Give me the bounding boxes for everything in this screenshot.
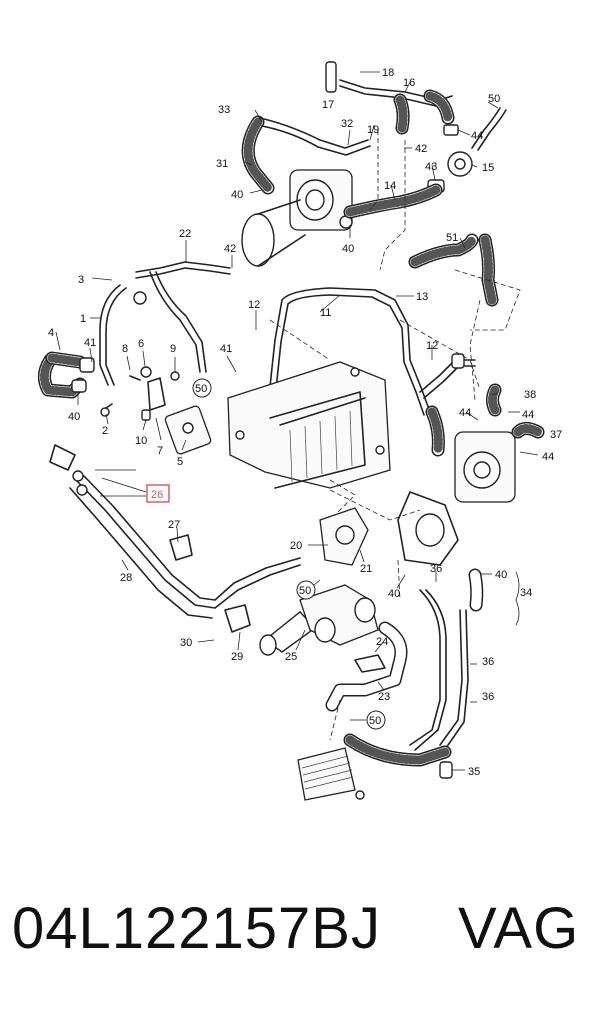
- leader-lines: [55, 71, 539, 771]
- callout-20: 20: [290, 540, 302, 552]
- brand-label: VAG: [458, 896, 580, 961]
- callout-43: 43: [425, 161, 437, 173]
- oil-cooler: [297, 747, 365, 801]
- callout-9: 9: [170, 343, 176, 355]
- svg-text:50: 50: [195, 383, 207, 395]
- callout-42: 42: [224, 243, 236, 255]
- egr-valve-housing: [241, 115, 371, 267]
- callout-40: 40: [342, 243, 354, 255]
- callout-17: 17: [322, 99, 334, 111]
- svg-text:26: 26: [151, 489, 163, 501]
- callout-15: 15: [482, 162, 494, 174]
- callout-10: 10: [135, 435, 147, 447]
- callout-8: 8: [122, 343, 128, 355]
- callout-40: 40: [231, 189, 243, 201]
- callout-30: 30: [180, 637, 192, 649]
- callout-31: 31: [216, 158, 228, 170]
- callout-21: 21: [360, 563, 372, 575]
- svg-text:50: 50: [369, 715, 381, 727]
- egr-cooler: [227, 361, 391, 489]
- callout-18: 18: [382, 67, 394, 79]
- pipe-22-and-1: [99, 261, 231, 386]
- part-number: 04L122157BJ: [12, 896, 381, 961]
- callout-40: 40: [495, 569, 507, 581]
- long-pipe-11: [237, 287, 476, 457]
- callout-22: 22: [179, 228, 191, 240]
- callout-5: 5: [177, 456, 183, 468]
- callout-36: 36: [482, 656, 494, 668]
- coolant-system-exploded-diagram: 18 16 17 50 33 42 44 19 32 43 15 31 14 4…: [38, 61, 562, 801]
- callout-33: 33: [218, 104, 230, 116]
- callout-44: 44: [471, 130, 483, 142]
- callout-35: 35: [468, 766, 480, 778]
- callout-28: 28: [120, 572, 132, 584]
- callout-40: 40: [68, 411, 80, 423]
- callout-13: 13: [416, 291, 428, 303]
- callout-44: 44: [542, 451, 554, 463]
- callout-7: 7: [157, 445, 163, 457]
- callout-34: 34: [520, 587, 532, 599]
- callout-44: 44: [522, 409, 534, 421]
- callout-32: 32: [341, 118, 353, 130]
- pipe-26: [49, 444, 301, 633]
- valve-housing-right: [397, 383, 545, 566]
- callout-50: 50: [488, 93, 500, 105]
- callout-37: 37: [550, 429, 562, 441]
- callout-23: 23: [378, 691, 390, 703]
- callout-19: 19: [367, 124, 379, 136]
- highlighted-callout-26[interactable]: 26: [146, 484, 170, 503]
- callout-12: 12: [426, 340, 438, 352]
- callout-4: 4: [48, 327, 54, 339]
- callout-40: 40: [388, 588, 400, 600]
- circled-callout-50: 50: [296, 580, 316, 600]
- callout-42: 42: [415, 143, 427, 155]
- callout-41: 41: [220, 343, 232, 355]
- callout-29: 29: [231, 651, 243, 663]
- lower-right-pipes: [343, 568, 484, 779]
- hoses-right-upper: [343, 183, 499, 307]
- footer: 04L122157BJ VAG: [0, 895, 600, 975]
- circled-callout-50: 50: [366, 710, 386, 730]
- callout-2: 2: [102, 425, 108, 437]
- hose-4: [38, 351, 95, 399]
- callout-25: 25: [285, 651, 297, 663]
- callout-12: 12: [248, 299, 260, 311]
- callout-38: 38: [524, 389, 536, 401]
- callout-51: 51: [446, 232, 458, 244]
- callout-36: 36: [482, 691, 494, 703]
- dashed-routing-lines: [269, 130, 521, 741]
- svg-text:50: 50: [299, 585, 311, 597]
- small-parts-5-10: [100, 366, 212, 455]
- callouts: 18 16 17 50 33 42 44 19 32 43 15 31 14 4…: [48, 67, 562, 778]
- callout-14: 14: [384, 180, 396, 192]
- circled-callout-50: 50: [192, 378, 212, 398]
- callout-6: 6: [138, 338, 144, 350]
- callout-27: 27: [168, 519, 180, 531]
- upper-pipe-assembly: [325, 61, 507, 193]
- callout-11: 11: [320, 307, 331, 319]
- callout-24: 24: [376, 636, 388, 648]
- callout-36: 36: [430, 563, 442, 575]
- callout-41: 41: [84, 337, 96, 349]
- callout-3: 3: [78, 274, 84, 286]
- coolant-flange-20-25: [259, 507, 408, 712]
- callout-1: 1: [80, 313, 86, 325]
- circled-callouts: 50 50 50: [192, 378, 386, 730]
- callout-44: 44: [459, 407, 471, 419]
- callout-16: 16: [403, 77, 415, 89]
